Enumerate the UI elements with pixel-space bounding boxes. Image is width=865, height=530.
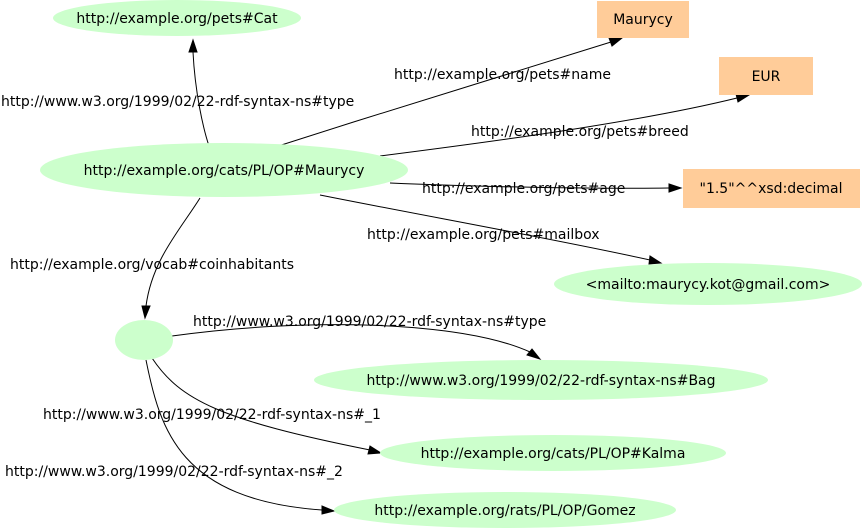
edge-name-arrowhead <box>608 37 624 47</box>
edge-member-2-arrowhead <box>321 505 336 515</box>
edge-label-name: http://example.org/pets#name <box>394 67 611 83</box>
edge-member-1-arrowhead <box>367 445 383 455</box>
node-mailbox-shape <box>554 263 862 305</box>
node-maurycy-label: http://example.org/cats/PL/OP#Maurycy <box>84 163 365 179</box>
edge-member-1 <box>151 357 383 455</box>
node-name-literal-label: Maurycy <box>613 12 673 28</box>
node-age-literal-shape <box>683 169 860 208</box>
edge-age-arrowhead <box>668 183 683 193</box>
node-cat-class-shape <box>53 0 301 36</box>
edge-label-type-cat: http://www.w3.org/1999/02/22-rdf-syntax-… <box>1 94 354 110</box>
edge-member-1-line <box>151 357 371 451</box>
edge-type-cat <box>188 38 210 147</box>
edge-type-bag-arrowhead <box>526 348 542 360</box>
node-name-literal-shape <box>597 1 689 38</box>
edge-type-cat-line <box>192 51 210 147</box>
edge-coinhabitants-line <box>145 197 201 307</box>
edge-mailbox <box>319 194 663 265</box>
edge-label-member-1: http://www.w3.org/1999/02/22-rdf-syntax-… <box>43 407 381 423</box>
node-gomez-shape <box>334 492 676 528</box>
node-cat-class-label: http://example.org/pets#Cat <box>76 11 278 27</box>
node-name-literal: Maurycy <box>597 1 689 38</box>
node-mailbox: <mailto:maurycy.kot@gmail.com> <box>554 263 862 305</box>
node-kalma-shape <box>380 435 726 471</box>
node-bag-shape <box>314 360 768 400</box>
edge-label-type-bag: http://www.w3.org/1999/02/22-rdf-syntax-… <box>193 314 546 330</box>
node-eur-literal-shape <box>719 57 813 95</box>
edge-name-line <box>271 41 612 149</box>
node-gomez: http://example.org/rats/PL/OP/Gomez <box>334 492 676 528</box>
edge-breed-line <box>379 97 738 157</box>
edge-type-bag-line <box>171 324 531 353</box>
node-blank <box>115 320 173 360</box>
edge-label-mailbox: http://example.org/pets#mailbox <box>367 227 600 243</box>
node-maurycy-shape <box>40 143 408 197</box>
edge-mailbox-arrowhead <box>648 255 663 265</box>
edge-coinhabitants-arrowhead <box>141 305 151 320</box>
node-cat-class: http://example.org/pets#Cat <box>53 0 301 36</box>
edge-label-member-2: http://www.w3.org/1999/02/22-rdf-syntax-… <box>5 464 343 480</box>
edge-mailbox-line <box>319 194 651 261</box>
edge-type-cat-arrowhead <box>188 38 198 53</box>
edge-coinhabitants <box>141 197 201 320</box>
edge-type-bag <box>171 324 542 360</box>
node-kalma-label: http://example.org/cats/PL/OP#Kalma <box>421 446 686 462</box>
node-bag-label: http://www.w3.org/1999/02/22-rdf-syntax-… <box>366 373 715 389</box>
node-eur-literal: EUR <box>719 57 813 95</box>
node-mailbox-label: <mailto:maurycy.kot@gmail.com> <box>586 277 831 293</box>
edge-member-2-line <box>145 359 323 511</box>
edge-label-age: http://example.org/pets#age <box>422 181 625 197</box>
edge-breed-arrowhead <box>735 93 751 103</box>
edge-age <box>389 182 683 193</box>
edge-member-2 <box>145 359 336 515</box>
node-eur-literal-label: EUR <box>752 69 781 85</box>
node-bag: http://www.w3.org/1999/02/22-rdf-syntax-… <box>314 360 768 400</box>
node-maurycy: http://example.org/cats/PL/OP#Maurycy <box>40 143 408 197</box>
edge-label-breed: http://example.org/pets#breed <box>471 124 689 140</box>
node-age-literal: "1.5"^^xsd:decimal <box>683 169 860 208</box>
node-gomez-label: http://example.org/rats/PL/OP/Gomez <box>374 503 635 519</box>
node-kalma: http://example.org/cats/PL/OP#Kalma <box>380 435 726 471</box>
edge-age-line <box>389 182 670 189</box>
edge-label-coinhabitants: http://example.org/vocab#coinhabitants <box>10 257 294 273</box>
node-blank-shape <box>115 320 173 360</box>
node-age-literal-label: "1.5"^^xsd:decimal <box>700 181 843 197</box>
